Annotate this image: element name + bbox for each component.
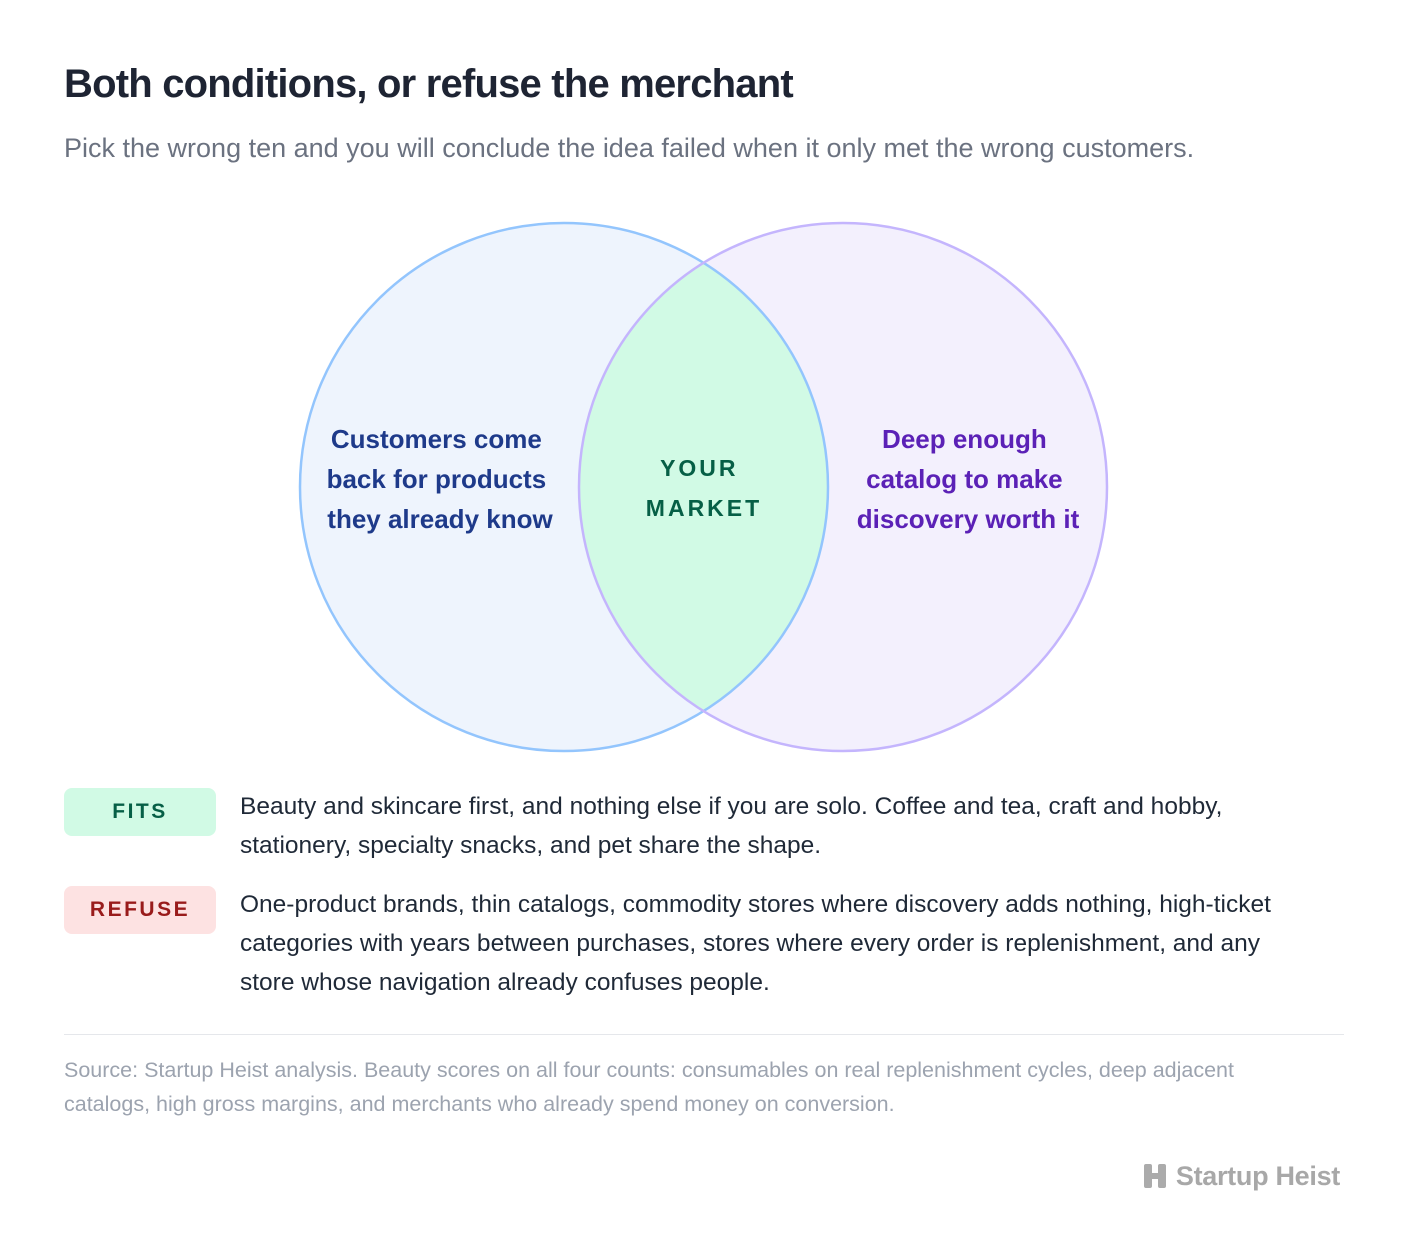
- intersection-label: YOUR MARKET: [646, 455, 762, 521]
- brand-name: Startup Heist: [1175, 1160, 1340, 1191]
- fits-description: Beauty and skincare first, and nothing e…: [240, 793, 1223, 859]
- intersection-area: [579, 223, 828, 751]
- refuse-badge: REFUSE: [64, 886, 216, 934]
- startup-heist-logo-icon: [1143, 1164, 1166, 1188]
- brand-logo: Startup Heist: [1142, 1158, 1340, 1194]
- right-circle-label: Deep enough catalog to make discovery wo…: [857, 424, 1080, 534]
- left-circle-label: Customers come back for products they al…: [327, 424, 554, 534]
- refuse-description: One-product brands, thin catalogs, commo…: [240, 891, 1271, 996]
- page-title: Both conditions, or refuse the merchant: [64, 62, 794, 106]
- left-circle-outline: [298, 221, 830, 753]
- footer-divider: [64, 1034, 1344, 1035]
- source-note: Source: Startup Heist analysis. Beauty s…: [64, 1058, 1234, 1116]
- right-circle-outline: [577, 221, 1109, 753]
- venn-diagram: Customers come back for products they al…: [298, 221, 1109, 753]
- fits-badge: FITS: [64, 788, 216, 836]
- page-subtitle: Pick the wrong ten and you will conclude…: [64, 133, 1195, 163]
